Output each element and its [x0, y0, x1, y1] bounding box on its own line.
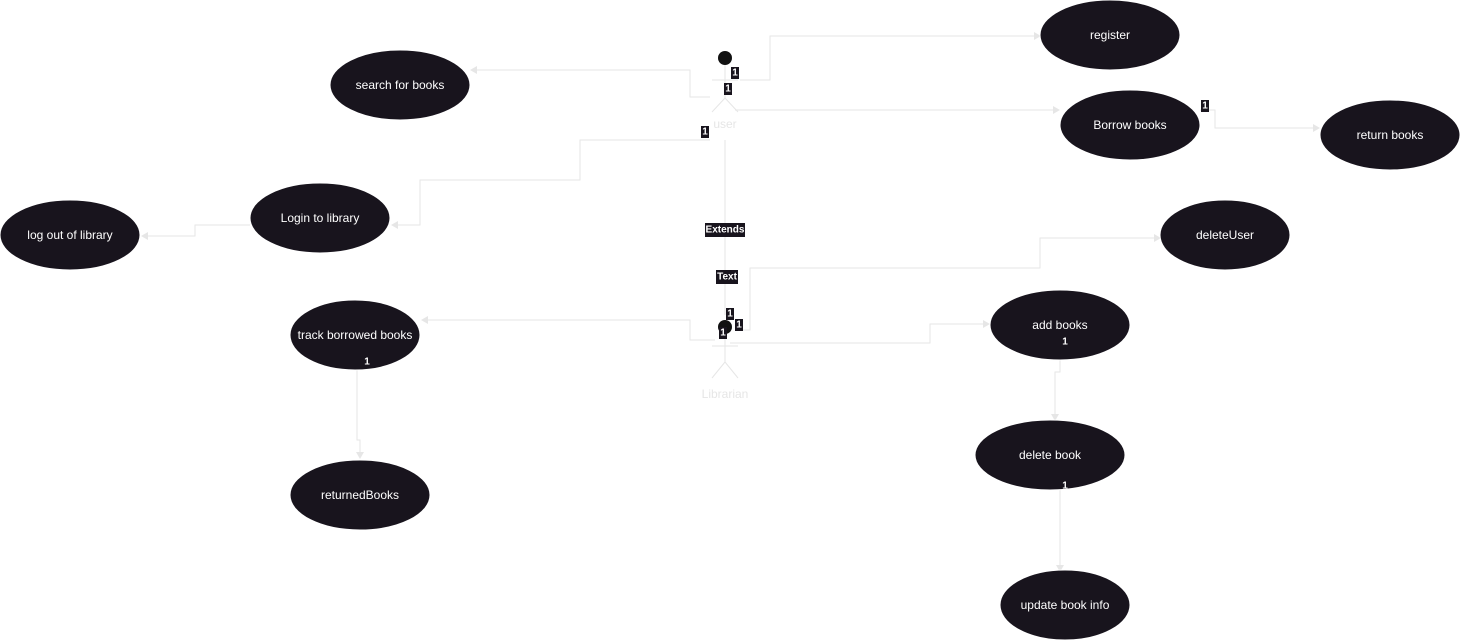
- use-case-borrow-label: Borrow books: [1093, 118, 1166, 132]
- svg-text:1: 1: [702, 127, 708, 138]
- use-case-delete-user[interactable]: deleteUser: [1159, 199, 1291, 271]
- arrowhead-update: [1056, 565, 1064, 572]
- svg-text:1: 1: [1062, 337, 1068, 348]
- use-case-login-label: Login to library: [281, 211, 360, 225]
- multiplicity-add-books: 1: [1062, 337, 1068, 348]
- arrowhead-track: [421, 316, 428, 324]
- use-case-track-label: track borrowed books: [298, 328, 413, 342]
- actor-user-head: [718, 51, 732, 65]
- edge-label-text: Text: [716, 270, 738, 284]
- edge-user-register: [740, 35, 1035, 81]
- use-case-returned-books[interactable]: returnedBooks: [289, 459, 431, 531]
- use-case-add-books-label: add books: [1032, 318, 1087, 332]
- use-case-register-label: register: [1090, 28, 1130, 42]
- edge-track-returned: [356, 370, 361, 452]
- multiplicity-delete-book: 1: [1062, 481, 1068, 492]
- multiplicity-librarian-left: 1: [719, 327, 727, 339]
- edge-user-search: [476, 69, 710, 98]
- actor-librarian-name: Librarian: [702, 387, 749, 401]
- multiplicity-librarian-top: 1: [726, 308, 734, 320]
- multiplicity-user-register: 1: [731, 67, 739, 79]
- use-case-delete-user-label: deleteUser: [1196, 228, 1254, 242]
- actor-user-name: user: [713, 117, 736, 131]
- use-case-update-book-info[interactable]: update book info: [999, 569, 1131, 641]
- use-case-logout-label: log out of library: [27, 228, 112, 242]
- arrowhead-logout: [141, 232, 148, 240]
- multiplicity-track: 1: [364, 357, 370, 368]
- svg-text:1: 1: [720, 328, 726, 339]
- use-case-add-books[interactable]: add books: [989, 289, 1131, 361]
- edge-borrow-return: [1200, 109, 1314, 129]
- use-case-delete-book[interactable]: delete book: [974, 419, 1126, 491]
- arrowhead-borrow: [1053, 106, 1060, 114]
- edge-login-logout: [147, 224, 250, 237]
- multiplicity-user-login: 1: [701, 126, 709, 138]
- actor-user: user: [711, 51, 739, 131]
- arrowhead-search: [470, 66, 477, 74]
- svg-text:1: 1: [1062, 481, 1068, 492]
- arrowhead-register: [1034, 32, 1041, 40]
- use-case-update-book-label: update book info: [1021, 598, 1110, 612]
- edge-librarian-track: [427, 319, 715, 341]
- svg-text:1: 1: [736, 320, 742, 331]
- arrowhead-deletebook: [1051, 414, 1059, 421]
- use-case-return-books[interactable]: return books: [1319, 99, 1461, 171]
- use-case-borrow-books[interactable]: Borrow books: [1059, 89, 1201, 161]
- use-case-track-borrowed-books[interactable]: track borrowed books: [289, 299, 421, 371]
- edge-addbooks-deletebook: [1054, 358, 1061, 414]
- multiplicity-borrow-return: 1: [1201, 100, 1209, 112]
- edge-label-text-text: Text: [717, 272, 737, 283]
- svg-text:1: 1: [732, 68, 738, 79]
- use-case-logout[interactable]: log out of library: [0, 199, 141, 271]
- use-case-returned-books-label: returnedBooks: [321, 488, 399, 502]
- arrowhead-deleteuser: [1154, 234, 1161, 242]
- arrowhead-return: [1313, 124, 1320, 132]
- edge-user-login: [397, 139, 710, 226]
- multiplicity-labels: 1 1 1 1 1 1 1 1 1: [364, 67, 1209, 492]
- svg-text:1: 1: [364, 357, 370, 368]
- use-case-register[interactable]: register: [1039, 0, 1181, 71]
- edge-label-extends-text: Extends: [706, 225, 745, 236]
- edge-librarian-addbooks: [730, 323, 984, 344]
- arrowhead-returned: [356, 452, 364, 459]
- edge-librarian-deleteuser: [740, 237, 1155, 331]
- multiplicity-user-search: 1: [724, 83, 732, 95]
- svg-text:1: 1: [727, 309, 733, 320]
- use-case-search-for-books[interactable]: search for books: [329, 49, 471, 121]
- use-case-login[interactable]: Login to library: [249, 182, 391, 254]
- arrowhead-login: [391, 221, 398, 229]
- arrowhead-addbooks: [983, 320, 990, 328]
- multiplicity-librarian-right: 1: [735, 319, 743, 331]
- use-case-return-label: return books: [1357, 128, 1424, 142]
- edge-label-extends: Extends: [705, 223, 745, 237]
- use-case-delete-book-label: delete book: [1019, 448, 1082, 462]
- svg-text:1: 1: [725, 84, 731, 95]
- svg-text:1: 1: [1202, 101, 1208, 112]
- use-case-search-label: search for books: [356, 78, 445, 92]
